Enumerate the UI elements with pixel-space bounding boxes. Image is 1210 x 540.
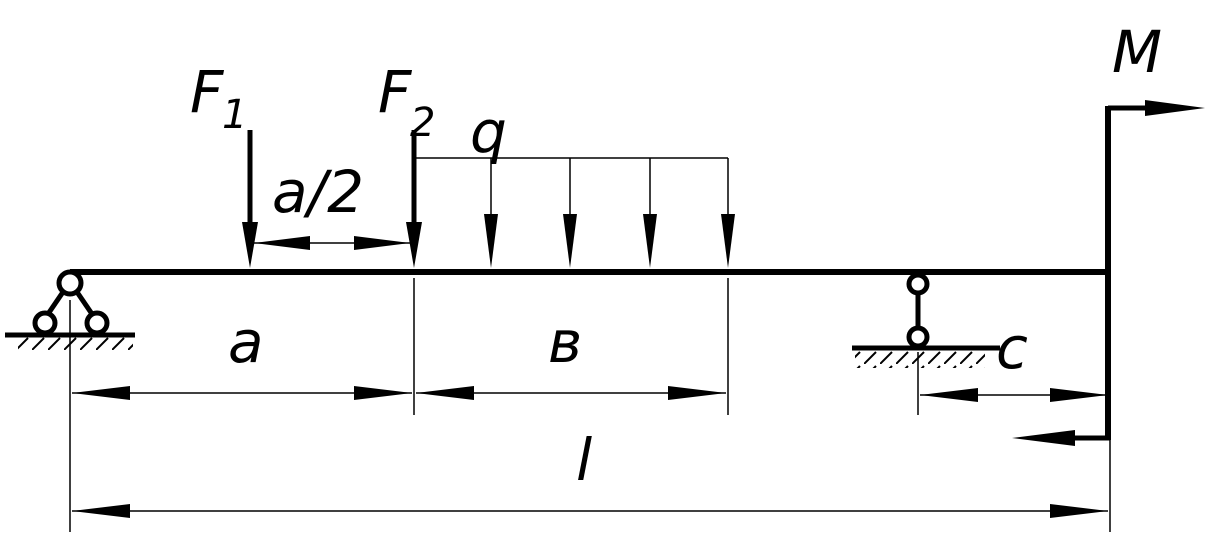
dimension-a <box>72 386 412 400</box>
label-f1-subscript: 1 <box>222 92 247 138</box>
label-f1: F <box>190 58 225 126</box>
dimension-half-a <box>254 236 410 250</box>
dimension-l <box>72 504 1108 518</box>
label-f2-subscript: 2 <box>410 100 435 146</box>
distributed-load-q <box>414 157 735 268</box>
force-f2-arrow <box>406 130 422 268</box>
label-half-a: a/2 <box>272 158 364 226</box>
label-a: a <box>228 308 264 376</box>
label-f2: F <box>378 58 413 126</box>
dimension-c <box>920 388 1108 402</box>
moment-m <box>1012 100 1205 446</box>
rod-support-right <box>852 272 1000 368</box>
label-q: q <box>470 98 507 166</box>
force-f1-arrow <box>242 130 258 268</box>
label-c: c <box>996 314 1028 382</box>
label-l: l <box>576 426 592 494</box>
label-b: в <box>548 308 582 376</box>
dimension-b <box>416 386 726 400</box>
label-m: M <box>1112 18 1162 86</box>
extension-lines <box>69 278 1111 532</box>
